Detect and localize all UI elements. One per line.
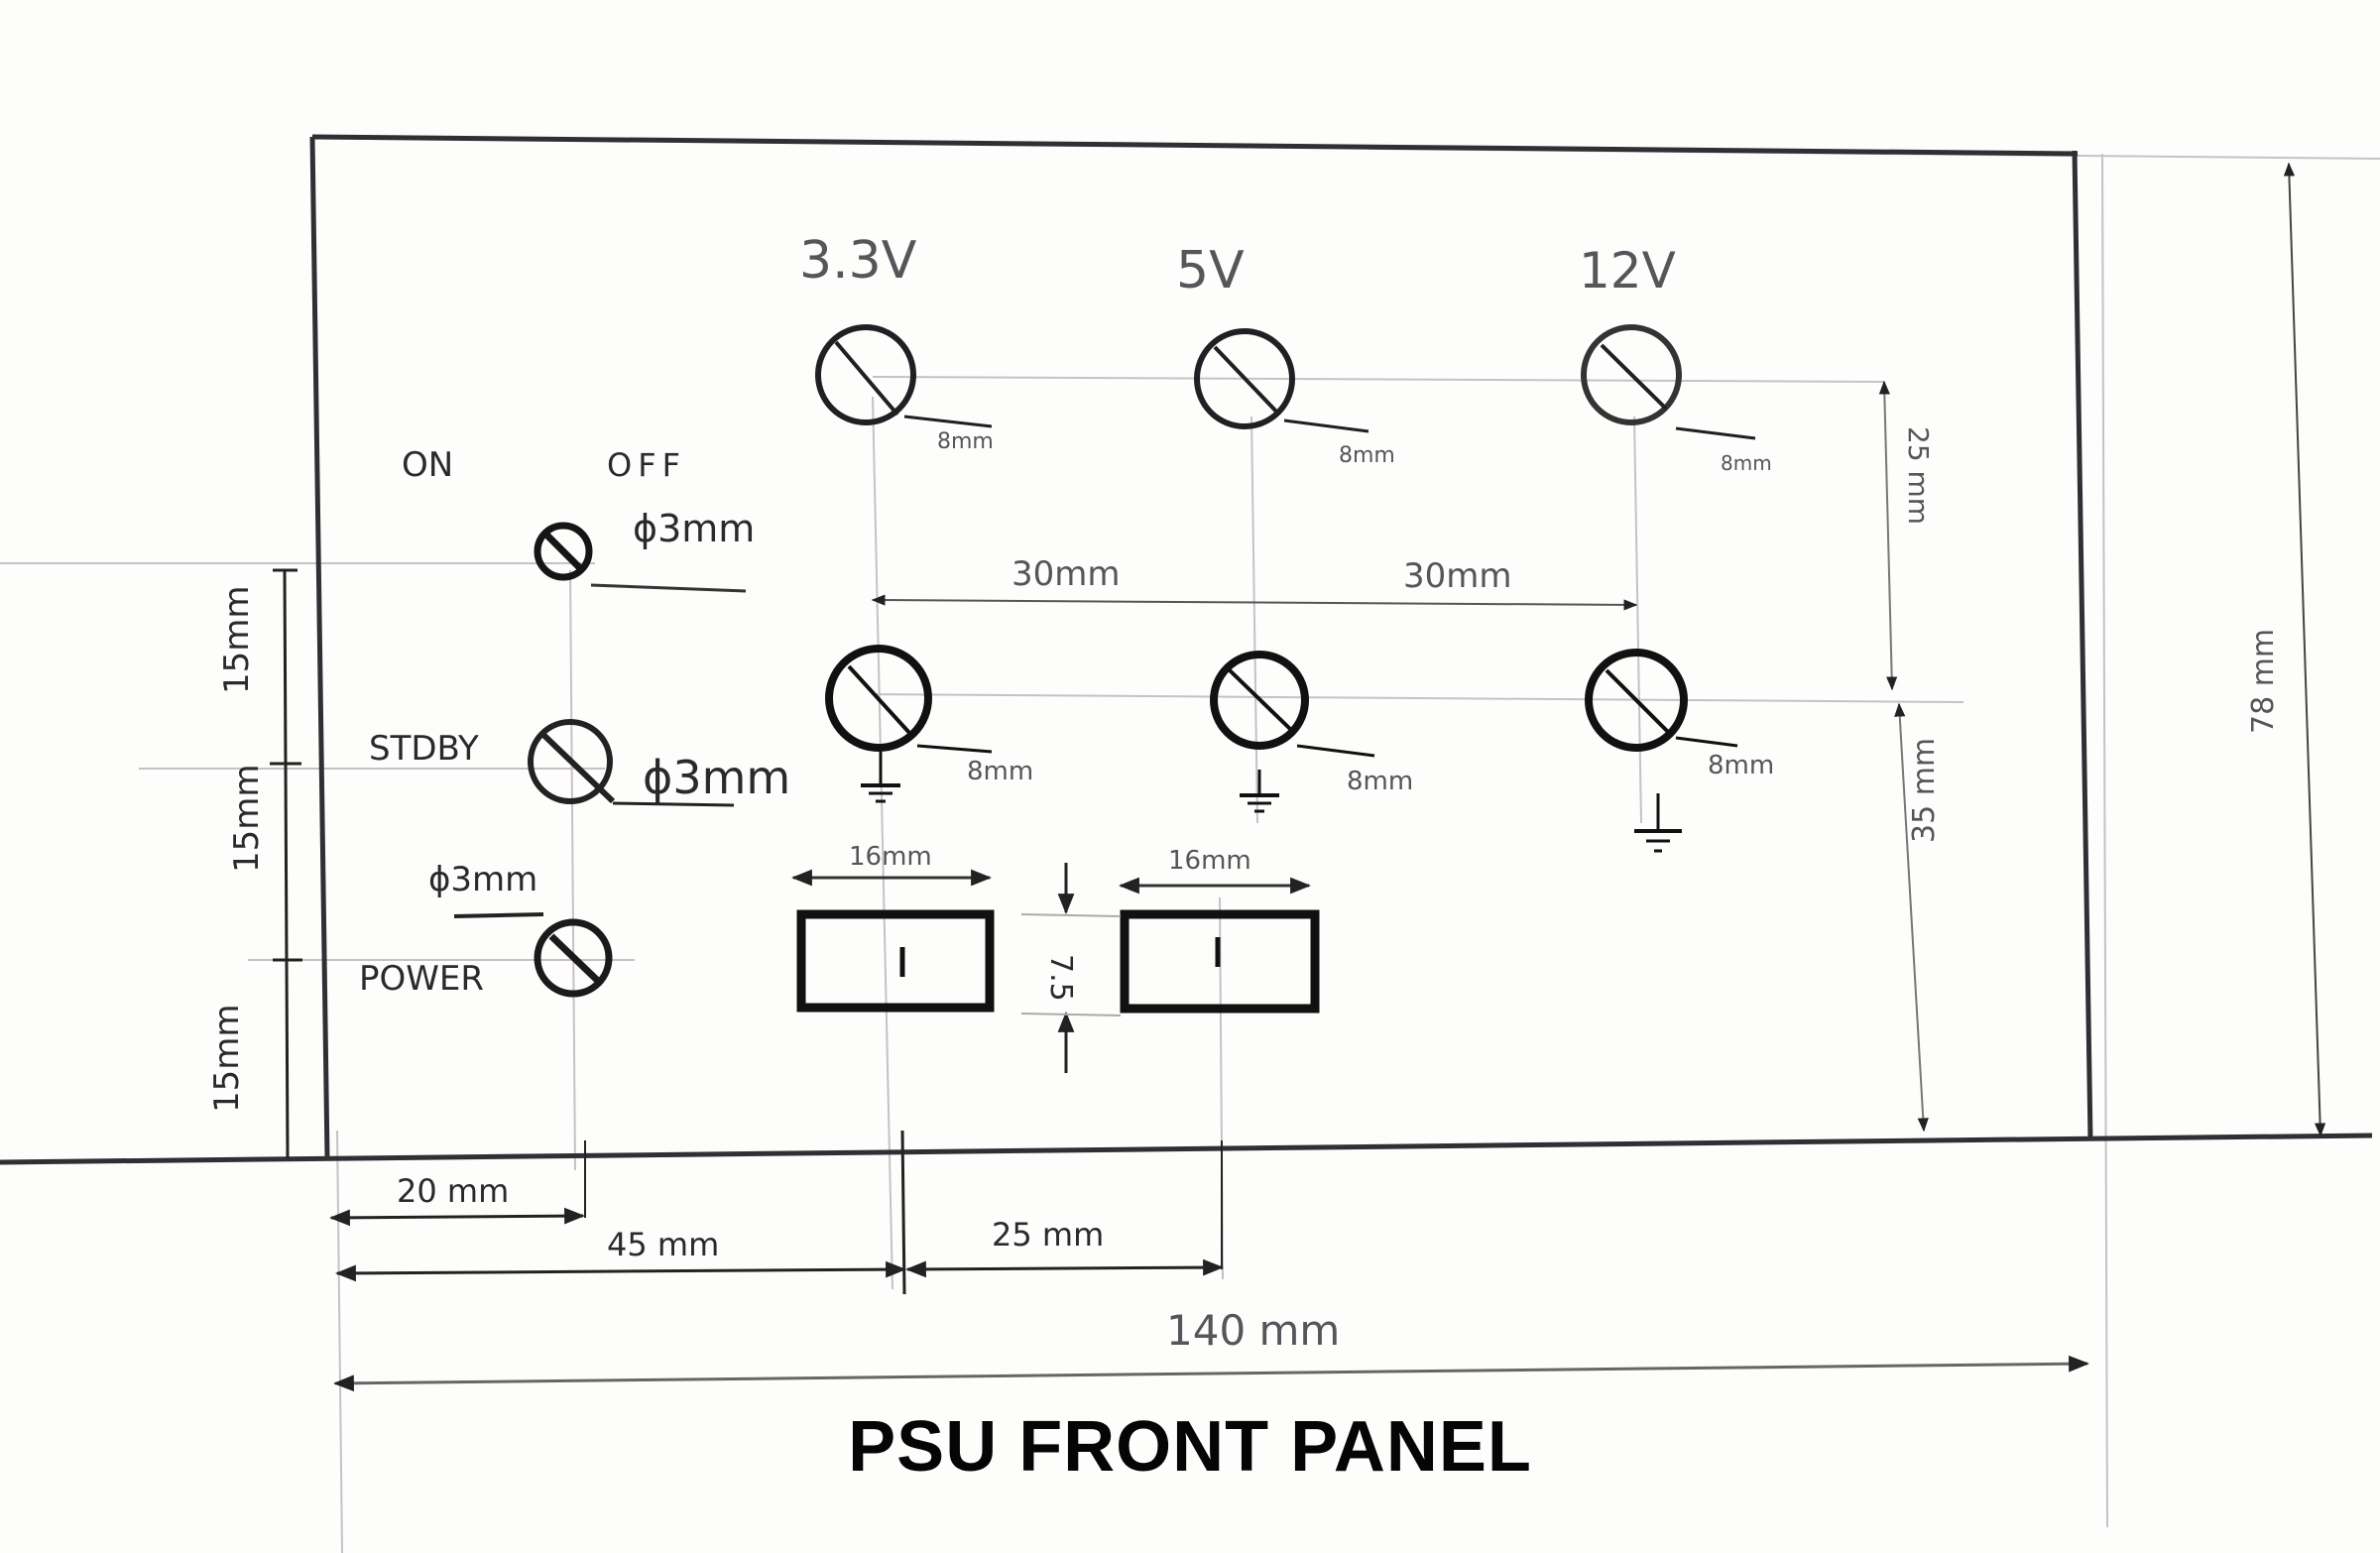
right-vertical-dimensions [1878,162,2326,1137]
terminal-12v-label: 12V [1579,242,1676,299]
panel-width-label: 140 mm [1166,1306,1340,1355]
stdby-label: STDBY [369,729,479,769]
switch-diameter-label: ϕ3mm [633,507,755,550]
terminal-5v-bottom [1210,651,1375,813]
left-dim-1: 15mm [217,585,257,694]
bottom-offset-label: 35 mm [1907,738,1942,843]
panel-height-label: 78 mm [2246,629,2281,734]
left-dim-3: 15mm [207,1004,247,1113]
power-diameter-label: ϕ3mm [428,860,537,899]
terminal-3v3-bottom-size: 8mm [967,757,1033,786]
terminal-12v-bottom-size: 8mm [1708,751,1774,780]
left-vertical-dimensions [270,568,302,1159]
terminal-5v-top [1194,328,1369,433]
usb-port-1 [790,869,995,1013]
stdby-led: STDBY ϕ3mm [369,719,790,807]
usb-1-width-label: 16mm [849,842,932,872]
usb-2-width-label: 16mm [1168,846,1251,876]
terminal-3v3-label: 3.3V [799,231,917,291]
terminal-spacing-dimension [871,594,1638,611]
switch-off-label: OFF [607,446,686,484]
terminal-12v-top [1581,324,1756,440]
drawing-title: PSU FRONT PANEL [848,1407,1532,1487]
terminal-12v-bottom [1585,649,1738,853]
left-dim-2: 15mm [227,764,267,873]
bottom-dim-20: 20 mm [397,1172,509,1210]
usb-port-2 [1118,877,1320,1014]
terminal-5v-label: 5V [1176,241,1245,300]
switch-on-label: ON [402,445,453,485]
terminal-3v3-bottom [825,645,993,803]
stdby-diameter-label: ϕ3mm [643,751,790,804]
spacing-label-1: 30mm [1012,554,1121,594]
terminal-5v-bottom-size: 8mm [1347,767,1413,796]
row-gap-label: 25 mm [1902,426,1935,525]
bottom-horizontal-dimensions [328,1130,2090,1392]
terminal-5v-top-size: 8mm [1339,443,1395,468]
terminal-12v-top-size: 8mm [1721,451,1772,475]
terminal-3v3-top-size: 8mm [937,429,994,454]
bottom-dim-25: 25 mm [992,1216,1104,1254]
power-led: ϕ3mm POWER [359,860,613,999]
power-label: POWER [359,959,484,999]
terminal-row-bottom [825,645,1738,853]
bottom-dim-45: 45 mm [607,1226,719,1263]
usb-height-dimension [1020,863,1122,1073]
terminal-3v3-top [815,324,993,428]
toggle-switch: ON OFF ϕ3mm [402,445,755,593]
spacing-label-2: 30mm [1403,556,1512,596]
panel-outline [0,134,2373,1165]
terminal-row-top [815,324,1756,440]
usb-height-label: 7.5 [1043,954,1078,1002]
